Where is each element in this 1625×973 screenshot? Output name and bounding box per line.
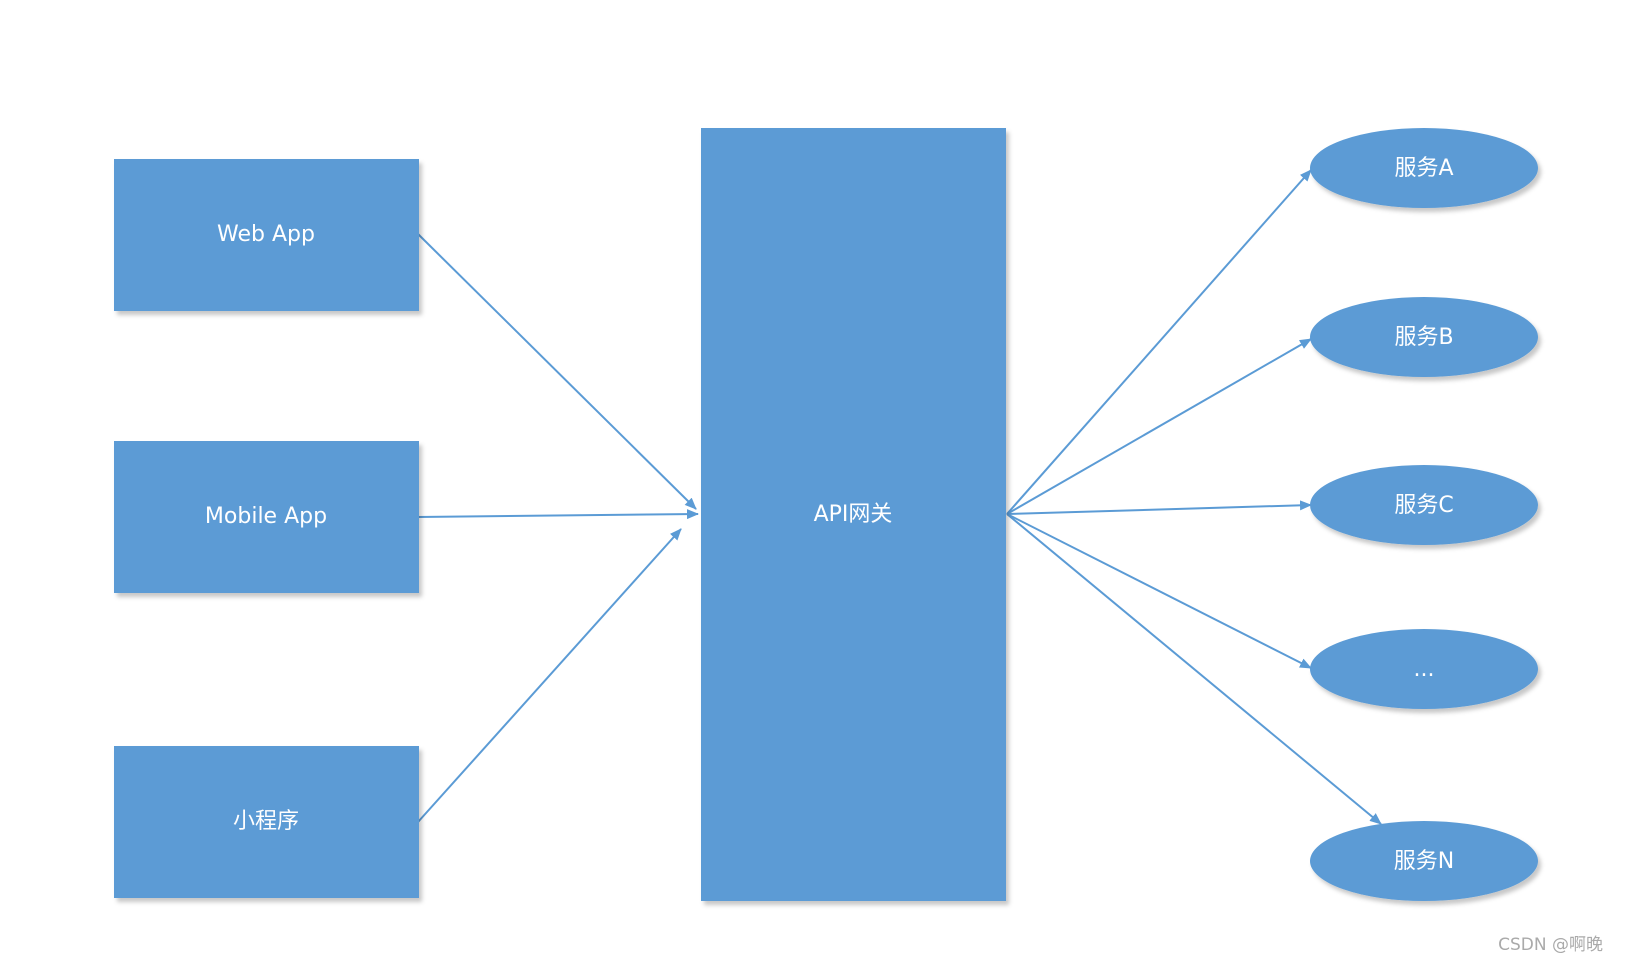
client-node-mobile: Mobile App — [114, 441, 419, 593]
service-node-b: 服务B — [1310, 297, 1538, 377]
edge-gateway-to-service-etc — [1006, 513, 1312, 669]
service-label-n: 服务N — [1394, 849, 1454, 874]
client-node-web: Web App — [114, 159, 419, 311]
service-node-etc: ... — [1310, 629, 1538, 709]
gateway-node: API网关 — [701, 128, 1006, 901]
edge-gateway-to-service-b — [1006, 338, 1312, 515]
service-label-a: 服务A — [1394, 156, 1453, 181]
service-label-b: 服务B — [1394, 325, 1453, 350]
edge-miniprogram-to-gateway — [417, 528, 682, 823]
watermark-text: CSDN @啊晚 — [1498, 935, 1603, 955]
edge-gateway-to-service-c — [1006, 500, 1312, 515]
client-node-miniprogram: 小程序 — [114, 746, 419, 898]
service-node-c: 服务C — [1310, 465, 1538, 545]
service-label-etc: ... — [1414, 657, 1435, 682]
service-node-a: 服务A — [1310, 128, 1538, 208]
service-node-n: 服务N — [1310, 821, 1538, 901]
client-label-mobile: Mobile App — [205, 504, 327, 529]
edge-mobile-to-gateway — [417, 509, 699, 520]
service-label-c: 服务C — [1394, 493, 1453, 518]
client-label-web: Web App — [217, 222, 315, 247]
edge-gateway-to-service-n — [1006, 513, 1382, 825]
client-label-miniprogram: 小程序 — [233, 809, 299, 834]
gateway-label: API网关 — [814, 502, 893, 527]
edge-web-to-gateway — [417, 233, 697, 510]
edge-gateway-to-service-a — [1006, 169, 1312, 515]
